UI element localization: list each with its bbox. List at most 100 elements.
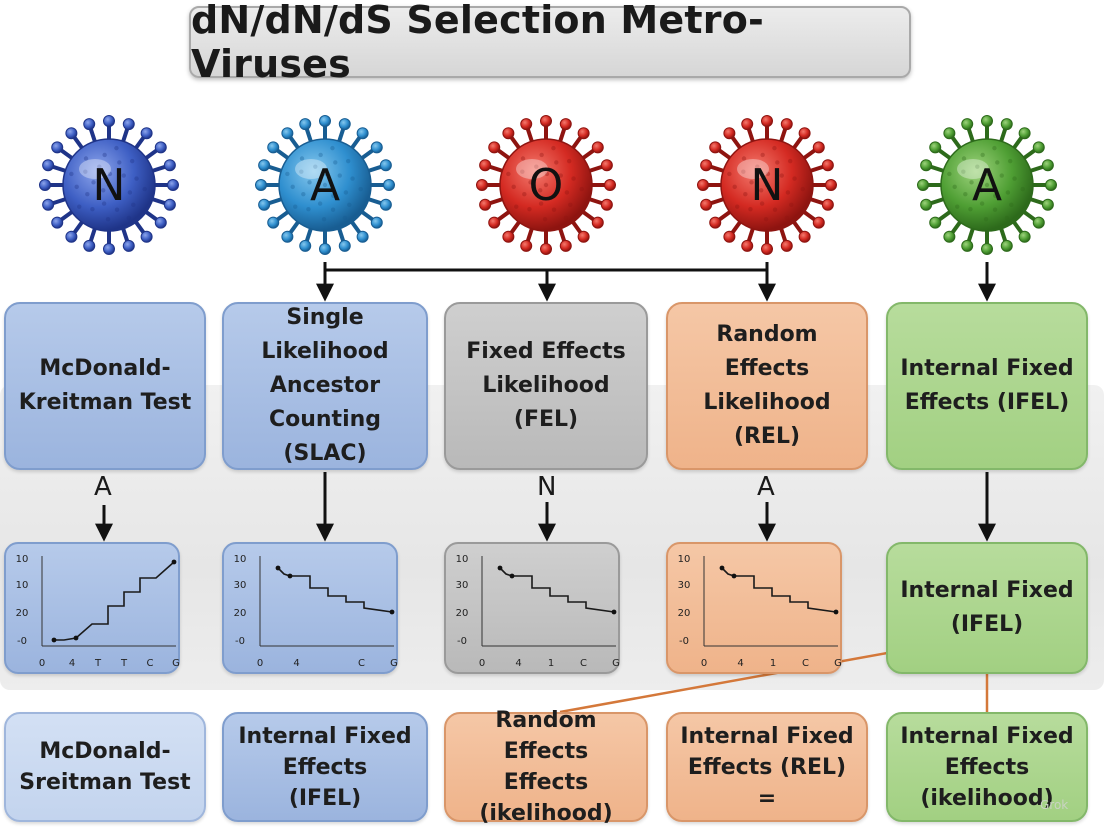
chart-y-tick: 30 xyxy=(456,580,469,591)
virus-texture xyxy=(69,171,74,177)
virus-texture xyxy=(129,158,135,164)
title-box: dN/dN/dS Selection Metro-Viruses xyxy=(189,0,911,86)
virus-texture xyxy=(765,171,771,177)
chart-point xyxy=(171,559,177,565)
chart-y-tick: 30 xyxy=(234,580,247,591)
virus-spike-tip xyxy=(255,179,267,191)
virus-texture xyxy=(126,215,132,221)
virus-texture xyxy=(106,182,112,188)
virus-3-graphic xyxy=(476,115,616,255)
virus-texture xyxy=(551,145,556,151)
virus-spike-tip xyxy=(356,127,369,140)
virus-spike-tip xyxy=(700,159,713,172)
virus-spike-tip xyxy=(140,127,153,140)
virus-spike-tip xyxy=(502,127,515,140)
virus-icon-4: N xyxy=(692,110,842,260)
chart-point xyxy=(389,609,395,615)
virus-texture xyxy=(993,193,998,198)
virus-spike-tip xyxy=(267,141,280,154)
chart-x-tick: 1 xyxy=(548,658,554,669)
chart-step-line xyxy=(721,567,837,613)
chart-y-tick: 20 xyxy=(234,608,247,619)
mid-green-text: Internal Fixed (IFEL) xyxy=(900,578,1074,637)
virus-texture xyxy=(539,152,544,158)
virus-3-letter: O xyxy=(528,159,564,211)
virus-texture xyxy=(330,207,336,212)
virus-spike-tip xyxy=(961,239,974,252)
virus-spike-tip xyxy=(798,230,811,243)
virus-texture xyxy=(985,171,991,177)
virus-texture xyxy=(528,180,533,185)
virus-texture xyxy=(983,216,989,222)
virus-spike-tip xyxy=(258,198,271,211)
virus-spike-tip xyxy=(920,198,933,211)
virus-texture xyxy=(520,156,526,161)
virus-texture xyxy=(306,207,311,212)
virus-spike-tip xyxy=(42,198,55,211)
virus-spike-tip xyxy=(356,230,369,243)
chart-x-tick: T xyxy=(120,658,128,669)
chart-point xyxy=(833,609,839,615)
virus-texture xyxy=(732,184,737,190)
virus-spike-tip xyxy=(379,159,392,172)
virus-spike-tip xyxy=(1000,118,1013,131)
virus-spike-tip xyxy=(1032,141,1045,154)
virus-texture xyxy=(773,193,778,198)
virus-texture xyxy=(579,186,584,192)
virus-spike-tip xyxy=(379,198,392,211)
virus-texture xyxy=(759,188,764,193)
virus-spike-tip xyxy=(577,230,590,243)
virus-texture xyxy=(506,171,511,177)
virus-texture xyxy=(800,186,805,192)
chart-point xyxy=(731,573,737,579)
arrow-label-n: N xyxy=(537,472,557,502)
virus-texture xyxy=(322,182,328,188)
virus-texture xyxy=(105,216,111,222)
virus-texture xyxy=(564,190,570,195)
virus-spike-tip xyxy=(338,118,351,131)
virus-texture xyxy=(563,215,569,221)
virus-texture xyxy=(779,173,784,178)
chart-y-tick: -0 xyxy=(235,636,245,647)
virus-spike-tip xyxy=(920,159,933,172)
chart-y-tick: -0 xyxy=(457,636,467,647)
watermark: Grok xyxy=(1040,798,1069,812)
virus-body xyxy=(62,138,156,232)
virus-texture xyxy=(775,160,780,165)
virus-body xyxy=(278,138,372,232)
virus-texture xyxy=(992,145,997,151)
virus-texture xyxy=(789,202,794,208)
virus-spike-tip xyxy=(65,127,78,140)
virus-texture xyxy=(784,215,790,221)
page-title: dN/dN/dS Selection Metro-Viruses xyxy=(191,0,764,86)
virus-spike-tip xyxy=(281,127,294,140)
virus-gloss xyxy=(516,159,548,179)
virus-spike-tip xyxy=(1000,239,1013,252)
virus-texture xyxy=(571,176,576,181)
virus-texture xyxy=(90,207,95,212)
chart-point xyxy=(497,565,503,571)
virus-texture xyxy=(317,201,323,206)
virus-4-graphic xyxy=(697,115,837,255)
chart-y-tick: -0 xyxy=(679,636,689,647)
virus-texture xyxy=(792,176,797,181)
chart-y-tick: 10 xyxy=(678,554,691,565)
virus-spike-tip xyxy=(1041,159,1054,172)
chart-x-tick: G xyxy=(172,658,180,669)
chart-x-tick: 4 xyxy=(737,658,743,669)
chart-y-tick: -0 xyxy=(17,636,27,647)
virus-texture xyxy=(980,152,985,158)
virus-texture xyxy=(992,207,998,212)
virus-texture xyxy=(91,180,96,185)
chart-step-line xyxy=(499,567,615,613)
virus-texture xyxy=(313,164,318,169)
chart-x-tick: 4 xyxy=(515,658,521,669)
virus-spike-tip xyxy=(812,141,825,154)
virus-spike-tip xyxy=(700,198,713,211)
chart-point xyxy=(719,565,725,571)
virus-texture xyxy=(299,169,304,174)
chart-x-tick: C xyxy=(580,658,587,669)
virus-gloss xyxy=(295,159,327,179)
chart-x-tick: G xyxy=(612,658,620,669)
